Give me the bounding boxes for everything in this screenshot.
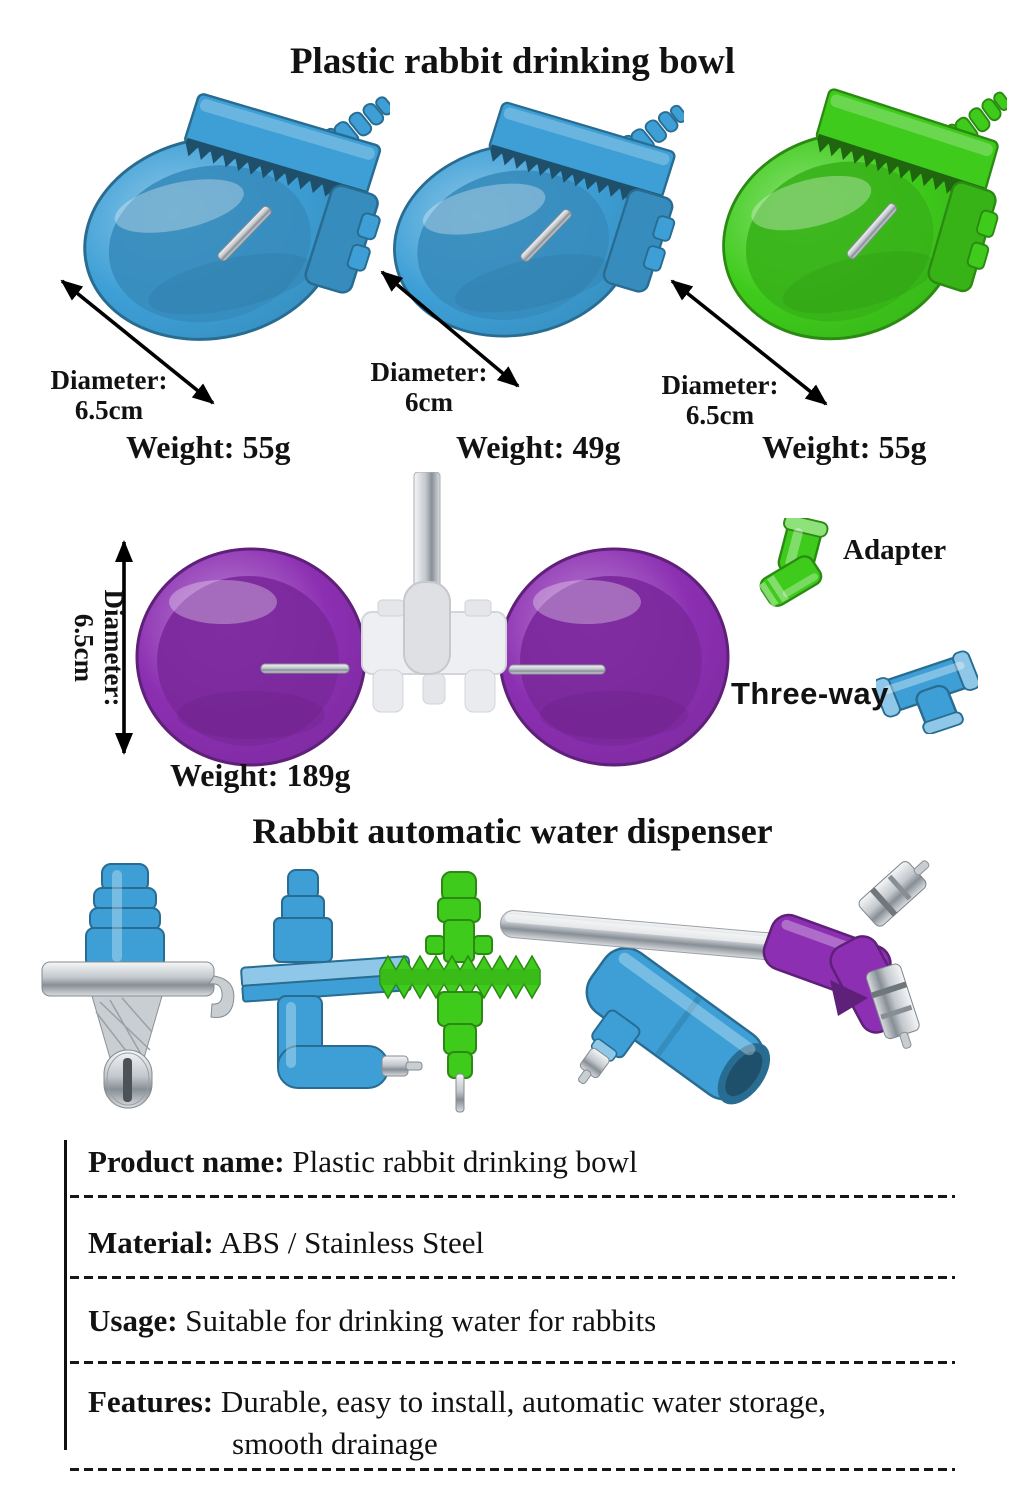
diameter-value-vertical: 6.5cm [69,613,100,683]
diameter-label-vertical: Diameter: 6.5cm [66,528,129,768]
spec-left-rule [64,1140,67,1450]
diameter-label-2: Diameter: 6cm [366,357,492,417]
spec-value: smooth drainage [232,1426,438,1461]
spec-value: ABS / Stainless Steel [219,1225,485,1260]
spec-row-product-name: Product name: Plastic rabbit drinking bo… [88,1144,638,1180]
diameter-value-2: 6cm [405,386,453,417]
diameter-caption-2: Diameter: [370,357,488,387]
product-photo-dispenser-parts [30,850,995,1120]
product-photo-blue-bowl-1 [40,85,390,375]
spec-label: Product name: [88,1144,285,1179]
weight-label-3: Weight: 55g [762,429,927,465]
spec-value: Plastic rabbit drinking bowl [292,1144,638,1179]
three-way-label: Three-way [731,676,889,711]
spec-divider-4 [70,1468,955,1471]
weight-label-2: Weight: 49g [456,429,621,465]
product-photo-purple-double-bowl [135,472,745,772]
product-photo-adapter-elbow [750,518,838,620]
diameter-caption-3: Diameter: [661,370,779,400]
diameter-caption-vertical: Diameter: [99,589,129,707]
spec-label: Usage: [88,1303,178,1338]
diameter-label-1: Diameter: 6.5cm [45,365,173,425]
spec-divider-2 [70,1276,955,1279]
spec-label: Material: [88,1225,214,1260]
spec-row-usage: Usage: Suitable for drinking water for r… [88,1303,656,1339]
spec-divider-1 [70,1195,955,1198]
spec-label: Features: [88,1384,214,1419]
adapter-label: Adapter [843,534,947,566]
diameter-value-3: 6.5cm [685,399,755,430]
spec-row-features-line2: smooth drainage [232,1426,438,1462]
page-title: Plastic rabbit drinking bowl [289,41,736,82]
spec-divider-3 [70,1361,955,1364]
diameter-caption-1: Diameter: [50,365,168,395]
diameter-value-1: 6.5cm [74,394,144,425]
spec-row-material: Material: ABS / Stainless Steel [88,1225,484,1261]
weight-label-1: Weight: 55g [126,429,291,465]
product-photo-blue-bowl-2 [352,94,684,370]
product-photo-green-bowl [682,80,1007,375]
spec-row-features: Features: Durable, easy to install, auto… [88,1384,826,1420]
section-title-dispenser: Rabbit automatic water dispenser [252,811,773,851]
product-photo-three-way-tee [876,634,978,734]
spec-value: Durable, easy to install, automatic wate… [220,1384,827,1419]
spec-value: Suitable for drinking water for rabbits [185,1303,657,1338]
weight-label-double: Weight: 189g [170,757,351,793]
diameter-label-3: Diameter: 6.5cm [656,370,784,430]
